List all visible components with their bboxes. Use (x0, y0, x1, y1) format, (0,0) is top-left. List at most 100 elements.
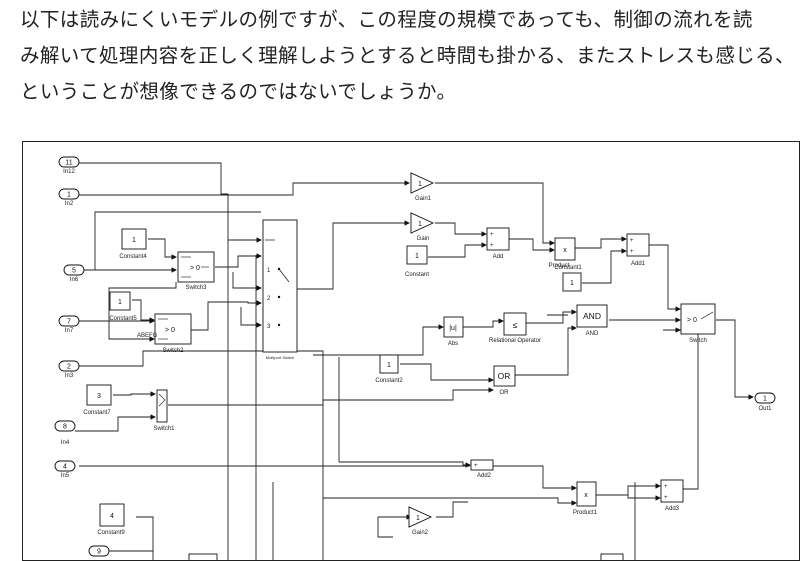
product-block-product[interactable]: x Product (549, 237, 576, 269)
svg-text:3: 3 (97, 393, 101, 400)
svg-text:Constant5: Constant5 (109, 316, 137, 322)
svg-text:+: + (490, 243, 494, 249)
inport-in12[interactable]: 11 In12 (58, 156, 80, 175)
svg-text:Constant9: Constant9 (97, 530, 125, 536)
svg-text:|u|: |u| (449, 325, 457, 332)
abs-block[interactable]: |u| Abs (443, 316, 464, 347)
constant-block-constant[interactable]: 1 Constant (405, 245, 429, 278)
svg-text:Relational Operator: Relational Operator (489, 338, 541, 344)
svg-text:> 0: > 0 (687, 317, 697, 324)
svg-text:4: 4 (110, 513, 114, 520)
svg-text:1: 1 (418, 181, 422, 188)
inport-9[interactable]: 9 (88, 545, 110, 557)
svg-text:1: 1 (570, 280, 574, 287)
constant-block-constant2[interactable]: 1 Constant2 (375, 354, 403, 384)
inport-in3[interactable]: 2 In3 (58, 360, 80, 379)
constant-block-constant9[interactable]: 4 Constant9 (97, 503, 125, 536)
svg-text:+: + (630, 249, 634, 255)
svg-text:Switch1: Switch1 (153, 426, 175, 432)
sum-block-add2[interactable]: + Add2 (470, 459, 494, 479)
svg-text:Constant1: Constant1 (554, 265, 582, 271)
svg-text:> 0: > 0 (165, 327, 175, 334)
switch-block-switch[interactable]: > 0 Switch (680, 303, 716, 344)
svg-text:1: 1 (416, 515, 420, 522)
svg-text:In5: In5 (61, 473, 70, 479)
sum-block-add1[interactable]: ++ Add1 (626, 233, 650, 267)
switch-block-switch3[interactable]: > 0 Switch3 (177, 251, 215, 291)
constant-block-constant1[interactable]: 1 Constant1 (554, 265, 582, 292)
body-paragraph: 以下は読みにくいモデルの例ですが、この程度の規模であっても、制御の流れを読 み解… (20, 2, 805, 110)
svg-text:1: 1 (67, 192, 71, 199)
svg-text:1: 1 (132, 237, 136, 244)
svg-text:≤: ≤ (513, 320, 518, 330)
switch-block-switch2[interactable]: > 0 Switch2 (154, 313, 192, 354)
svg-text:x: x (563, 247, 567, 254)
svg-text:1: 1 (267, 268, 271, 274)
signal-lines (75, 162, 754, 560)
svg-text:Gain2: Gain2 (412, 530, 429, 536)
svg-text:x: x (584, 492, 588, 499)
svg-text:5: 5 (72, 268, 76, 275)
svg-text:Switch2: Switch2 (162, 348, 184, 354)
svg-text:11: 11 (65, 160, 72, 167)
svg-text:+: + (664, 495, 668, 501)
inport-in2[interactable]: 1 In2 (58, 188, 80, 207)
gain-block-gain2[interactable]: 1 Gain2 (408, 506, 433, 536)
svg-text:2: 2 (267, 296, 271, 302)
svg-text:Out1: Out1 (758, 406, 772, 412)
svg-text:In2: In2 (65, 201, 74, 207)
constant-block-constant5[interactable]: 1 Constant5 (109, 291, 137, 322)
svg-text:Constant4: Constant4 (119, 254, 147, 260)
constant-block-constant4[interactable]: 1 Constant4 (119, 228, 147, 260)
product-block-product1[interactable]: x Product1 (573, 481, 598, 516)
svg-text:In6: In6 (70, 277, 79, 283)
svg-text:7: 7 (67, 319, 71, 326)
svg-text:8: 8 (63, 424, 67, 431)
svg-text:4: 4 (63, 464, 67, 471)
partial-block-bottom-right (600, 553, 624, 560)
svg-text:AND: AND (583, 311, 601, 321)
svg-text:Product: Product (549, 263, 570, 269)
multiport-switch-block[interactable]: 1 2 3 Multiport Switch (262, 219, 298, 360)
svg-text:+: + (664, 484, 668, 490)
svg-text:9: 9 (97, 549, 101, 556)
svg-text:> 0: > 0 (190, 265, 200, 272)
inport-in4[interactable]: 8 In4 (54, 420, 76, 446)
svg-text:AND: AND (586, 331, 599, 337)
inport-in7[interactable]: 7 In7 (58, 315, 80, 334)
svg-text:Gain1: Gain1 (415, 196, 432, 202)
svg-text:+: + (630, 238, 634, 244)
inport-in6[interactable]: 5 In6 (63, 264, 85, 283)
svg-text:Add2: Add2 (477, 473, 492, 479)
constant-block-constant7[interactable]: 3 Constant7 (83, 384, 112, 416)
svg-text:1: 1 (763, 396, 767, 403)
logic-block-or[interactable]: OR OR (493, 365, 516, 396)
logic-block-and[interactable]: AND AND (576, 304, 608, 337)
relational-operator-block[interactable]: ≤ Relational Operator (489, 312, 541, 344)
outport-out1[interactable]: 1 Out1 (754, 392, 776, 412)
gain-block-gain[interactable]: 1 Gain (410, 212, 435, 242)
svg-text:Multiport Switch: Multiport Switch (266, 355, 294, 360)
svg-text:1: 1 (118, 299, 122, 306)
svg-text:In7: In7 (65, 328, 74, 334)
partial-block-bottom-left (188, 553, 218, 560)
inports: 11 In12 1 In2 5 In6 7 In7 2 In3 8 In4 (54, 156, 110, 557)
svg-text:In3: In3 (65, 373, 74, 379)
inport-in5[interactable]: 4 In5 (54, 460, 76, 479)
switch-block-switch1[interactable]: Switch1 (153, 389, 175, 432)
svg-text:Constant7: Constant7 (83, 410, 111, 416)
svg-text:1: 1 (415, 253, 419, 260)
svg-text:+: + (490, 232, 494, 238)
gain-block-gain1[interactable]: 1 Gain1 (410, 172, 435, 202)
sum-block-add3[interactable]: ++ Add3 (660, 479, 684, 512)
svg-text:Product1: Product1 (573, 510, 598, 516)
svg-text:Constant2: Constant2 (375, 378, 403, 384)
svg-text:1: 1 (387, 362, 391, 369)
paragraph-line-1: 以下は読みにくいモデルの例ですが、この程度の規模であっても、制御の流れを読 (20, 8, 753, 31)
model-canvas: 11 In12 1 In2 5 In6 7 In7 2 In3 8 In4 (54, 156, 776, 560)
svg-text:OR: OR (500, 390, 510, 396)
svg-text:Abs: Abs (448, 341, 458, 347)
svg-text:Switch3: Switch3 (185, 285, 207, 291)
misc-label: ABEFG (137, 333, 158, 339)
sum-block-add[interactable]: ++ Add (486, 227, 510, 260)
